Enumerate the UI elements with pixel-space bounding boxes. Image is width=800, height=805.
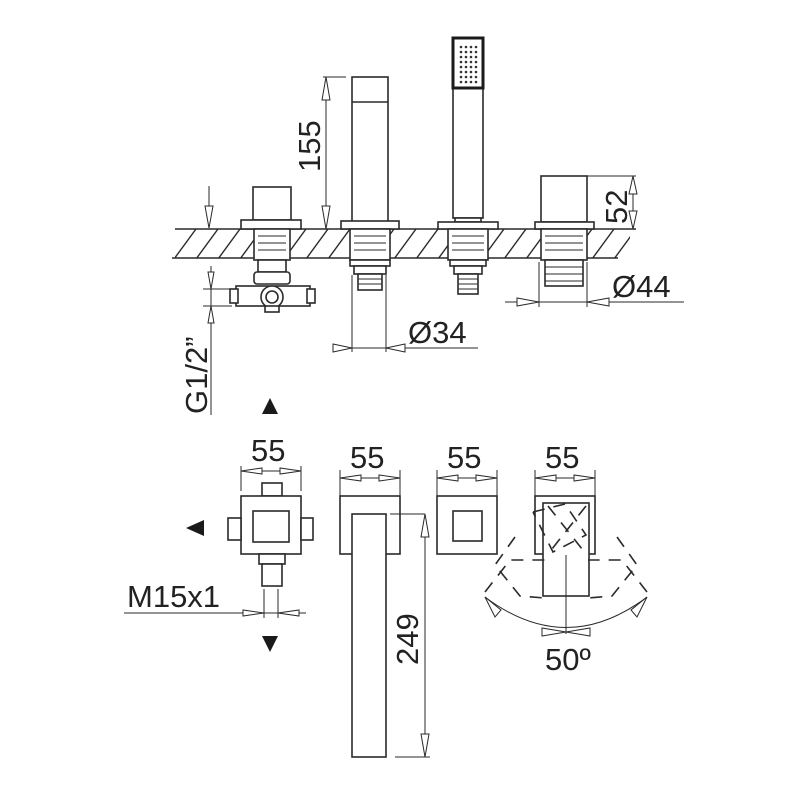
label-55-holder: 55: [447, 440, 481, 475]
dimension-diverter-width: 55: [240, 433, 302, 491]
hand-shower-front: [437, 36, 499, 295]
spout-front: [340, 76, 400, 291]
label-55-spout: 55: [350, 440, 384, 475]
arrow-up-icon: [262, 398, 278, 414]
dimension-connection-thread: M15x1: [124, 579, 306, 618]
dimension-handle-diameter: Ø44: [505, 262, 684, 307]
label-50-degrees: 50º: [545, 642, 591, 677]
label-m15x1: M15x1: [127, 579, 220, 614]
label-diameter-34: Ø34: [408, 315, 467, 350]
label-52: 52: [599, 190, 634, 224]
top-view: 55 M15x1 55 249: [124, 398, 648, 758]
dimension-spout-diameter: Ø34: [332, 275, 478, 353]
dimension-spout-top-width: 55: [339, 440, 401, 496]
handle-front: [534, 175, 595, 287]
arrow-left-icon: [186, 520, 204, 536]
label-249: 249: [390, 613, 425, 665]
spout-top: [339, 495, 401, 758]
label-55-handle: 55: [545, 440, 579, 475]
shower-nozzle-grid-icon: [459, 45, 478, 84]
diverter-front: [229, 186, 316, 313]
dimension-handle-top-width: 55: [534, 440, 596, 496]
label-g1-2: G1/2”: [179, 336, 214, 414]
dimension-holder-width: 55: [436, 440, 498, 496]
hand-shower-holder-top: [436, 495, 498, 555]
handle-top: 50º: [484, 495, 648, 677]
dimension-spout-height: 155: [292, 76, 346, 230]
deck-indicator-arrow: [204, 186, 214, 229]
dimension-handle-height: 52: [587, 175, 638, 230]
label-55-diverter: 55: [251, 433, 285, 468]
label-diameter-44: Ø44: [612, 269, 671, 304]
front-view: 155 52 Ø44: [172, 36, 684, 415]
label-155: 155: [292, 120, 327, 172]
diverter-top: [227, 482, 314, 587]
dimension-spout-length: 249: [390, 513, 430, 758]
arrow-down-icon: [262, 636, 278, 652]
dimension-inlet-thread: G1/2”: [179, 266, 232, 415]
